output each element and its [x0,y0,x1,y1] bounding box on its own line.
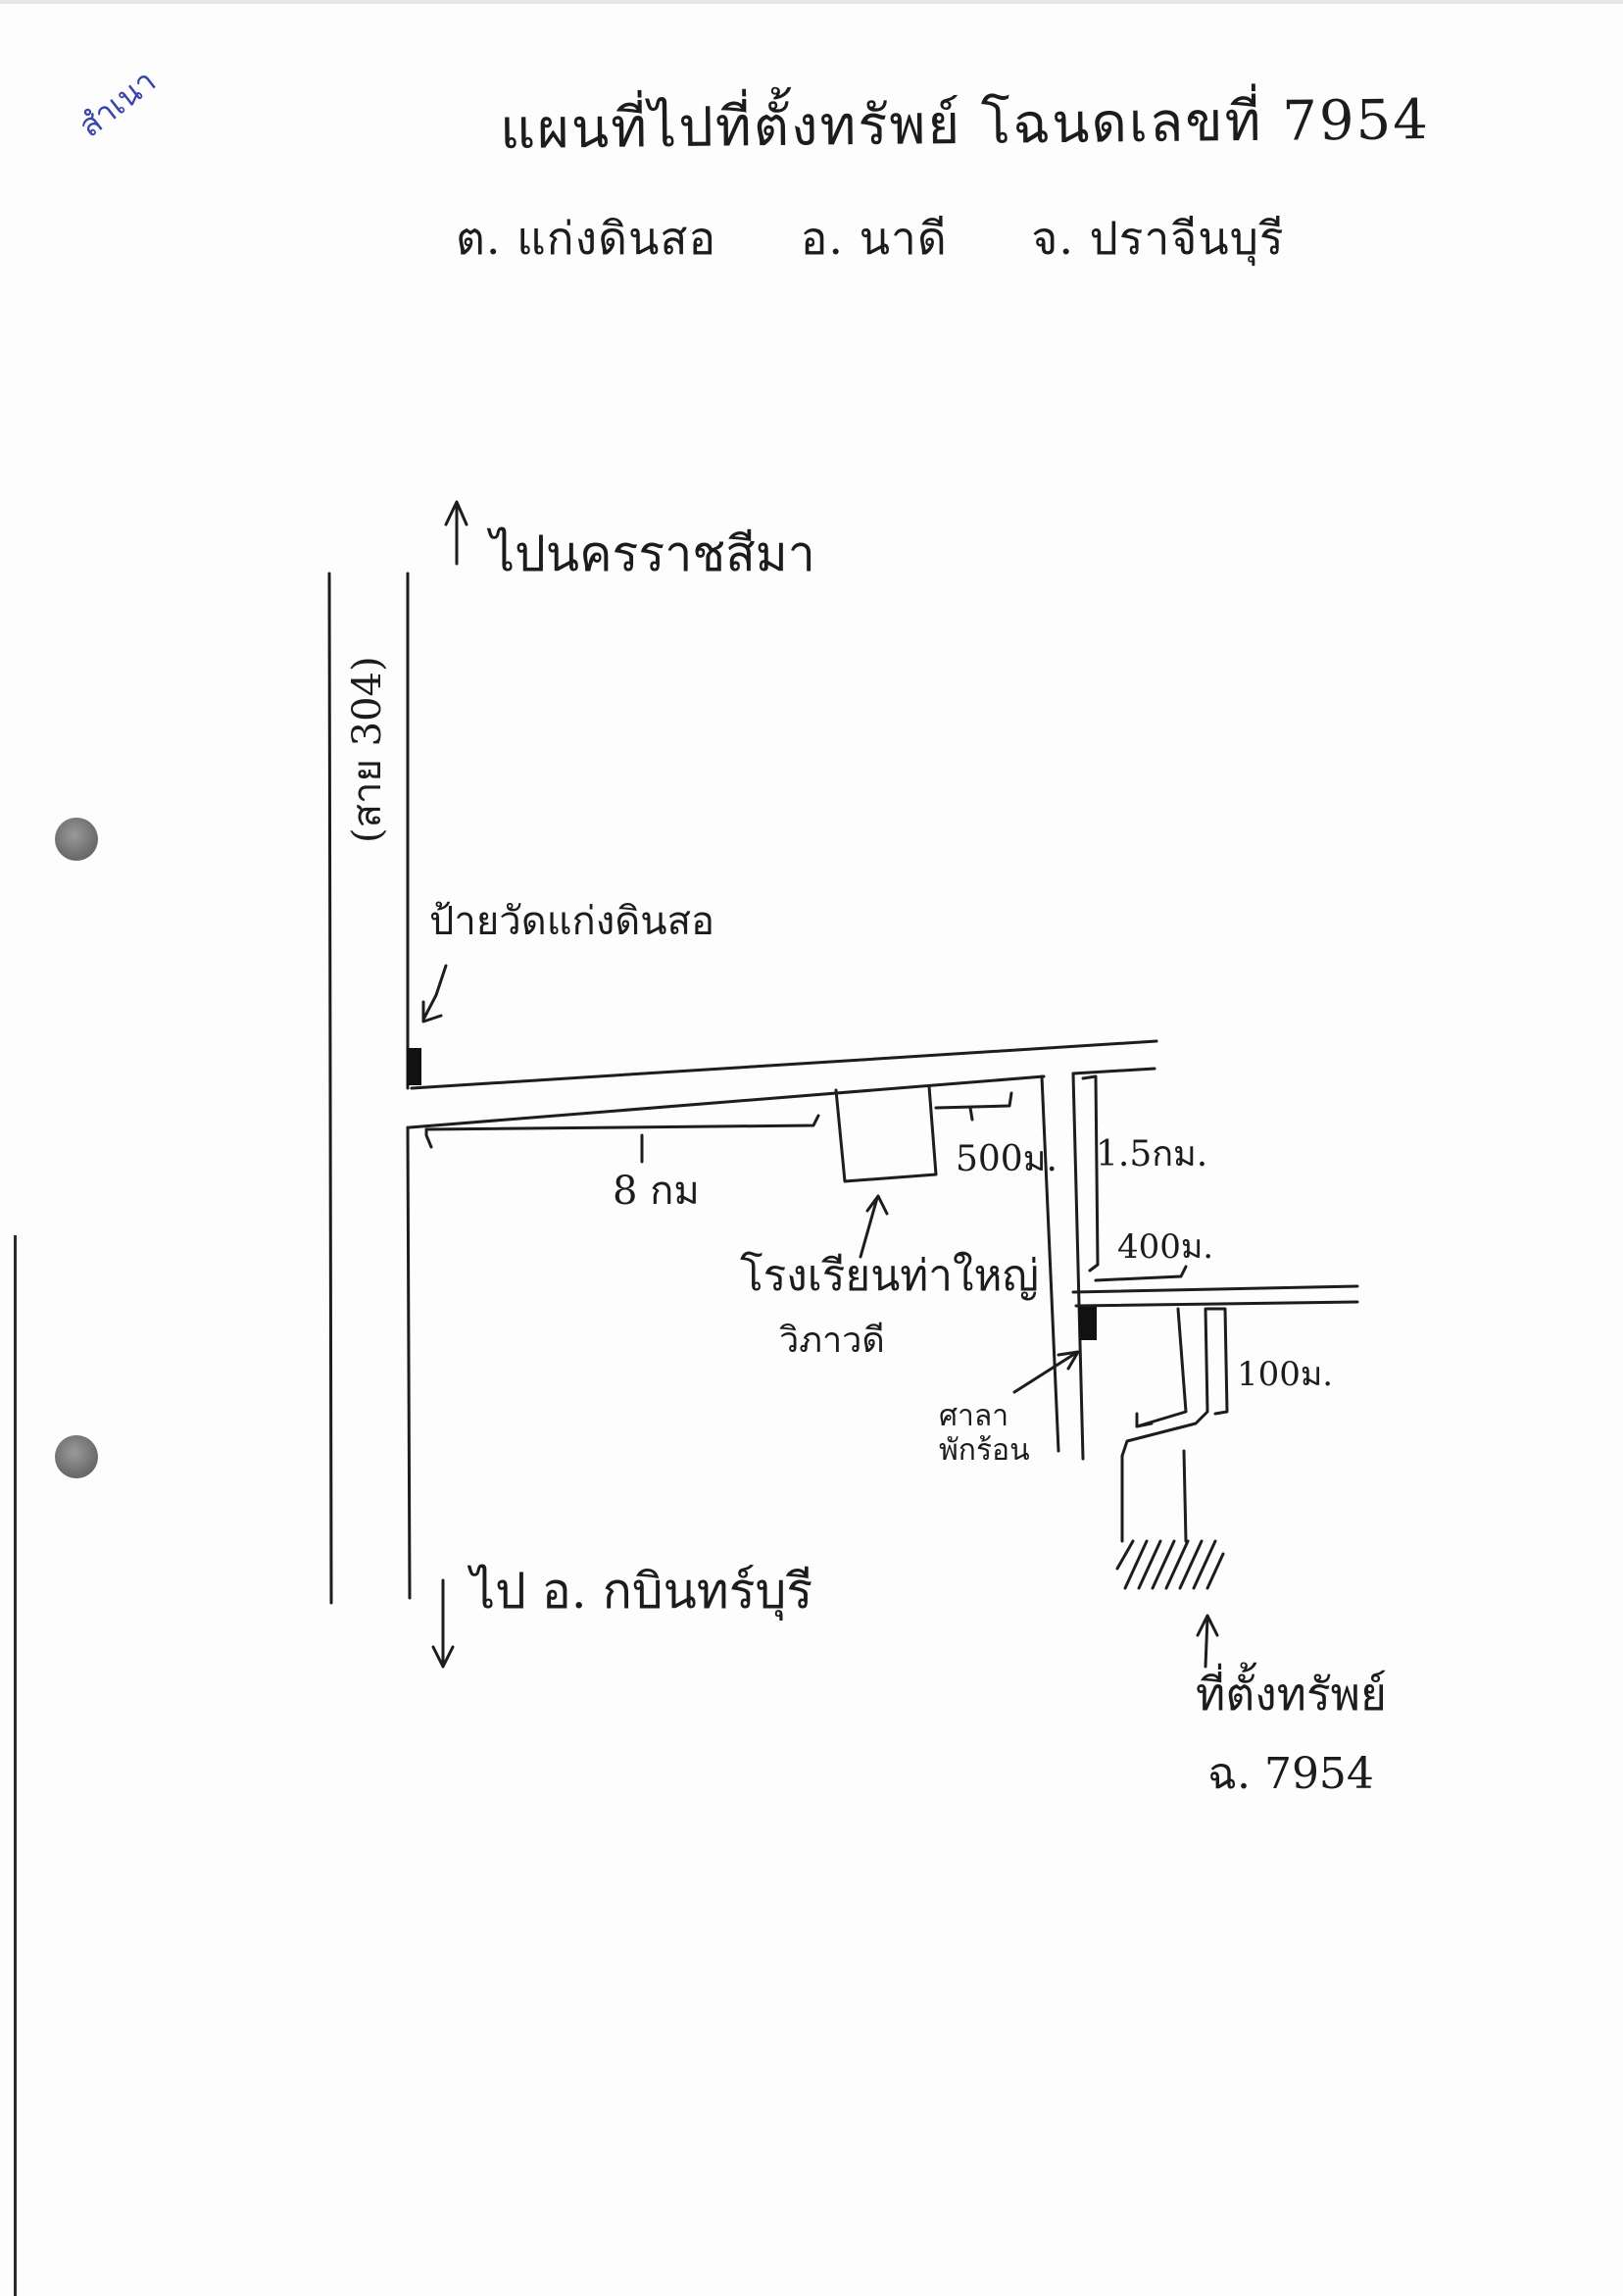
branch-road-bottom-east [1071,1067,1156,1075]
punch-hole [55,1435,98,1478]
school-building [834,1084,938,1183]
plot-east [1182,1449,1188,1543]
south-arrow-head [431,1645,455,1669]
distance-1500m-label: 1.5กม. [1096,1134,1208,1174]
sign-marker [407,1048,421,1085]
pavilion-pointer [1012,1351,1078,1394]
access-path-west [1135,1307,1188,1428]
access-path-arrow [1135,1412,1154,1428]
sign-pointer [421,964,448,1022]
dim-100m [1205,1307,1229,1416]
dim-8km [424,1114,820,1149]
side-road-east [1071,1072,1085,1461]
highway-route-label: (สาย 304) [345,656,390,843]
pavilion-label-line1: ศาลา [939,1399,1009,1433]
lane-bottom [1074,1300,1359,1308]
property-hatch [1115,1539,1225,1590]
branch-road-top [410,1039,1158,1090]
property-pointer [1204,1616,1209,1669]
school-label: โรงเรียนท่าใหญ่ [740,1251,1039,1301]
school-pointer-head [865,1194,889,1216]
page-left-edge [14,1235,17,2296]
pavilion-label: ศาลา พักร้อน [939,1399,1030,1468]
south-destination-label: ไป อ. กบินทร์บุรี [470,1563,813,1620]
deed-number-label: ฉ. 7954 [1207,1749,1374,1799]
dim-500m-tick [968,1106,974,1122]
tambon-label: ต. แก่งดินสอ [456,212,717,265]
access-path-east [1120,1307,1209,1458]
pavilion-marker [1079,1307,1097,1340]
dim-1500m [1081,1074,1100,1273]
north-arrow-head [444,500,468,526]
property-location-label: ที่ตั้งทรัพย์ [1196,1668,1387,1721]
lane-top [1071,1284,1359,1294]
distance-400m-label: 400ม. [1117,1227,1214,1267]
sign-pointer-head [421,1000,443,1023]
highway-right-edge-south [406,1125,412,1600]
dim-500m [934,1091,1013,1110]
highway-left-edge [327,572,333,1605]
temple-sign-label: ป้ายวัดแก่งดินสอ [429,899,715,944]
page-top-edge [0,0,1623,4]
punch-hole [55,818,98,861]
distance-500m-label: 500ม. [956,1139,1057,1179]
branch-road-bottom [408,1074,1046,1129]
school-pointer [859,1196,879,1259]
north-destination-label: ไปนครราชสีมา [490,525,815,582]
side-road-west [1040,1074,1060,1453]
pavilion-label-line2: พักร้อน [939,1432,1030,1468]
dim-400m [1094,1265,1188,1282]
amphoe-label: อ. นาดี [800,212,948,265]
pavilion-pointer-head [1057,1350,1080,1371]
location-line: ต. แก่งดินสอ อ. นาดี จ. ปราจีนบุรี [456,216,1353,261]
distance-100m-label: 100ม. [1237,1355,1334,1394]
changwat-label: จ. ปราจีนบุรี [1031,212,1285,265]
property-pointer-head [1196,1614,1219,1637]
school-sub-label: วิภาวดี [779,1321,885,1361]
distance-branch-label: 8 กม [613,1169,700,1214]
